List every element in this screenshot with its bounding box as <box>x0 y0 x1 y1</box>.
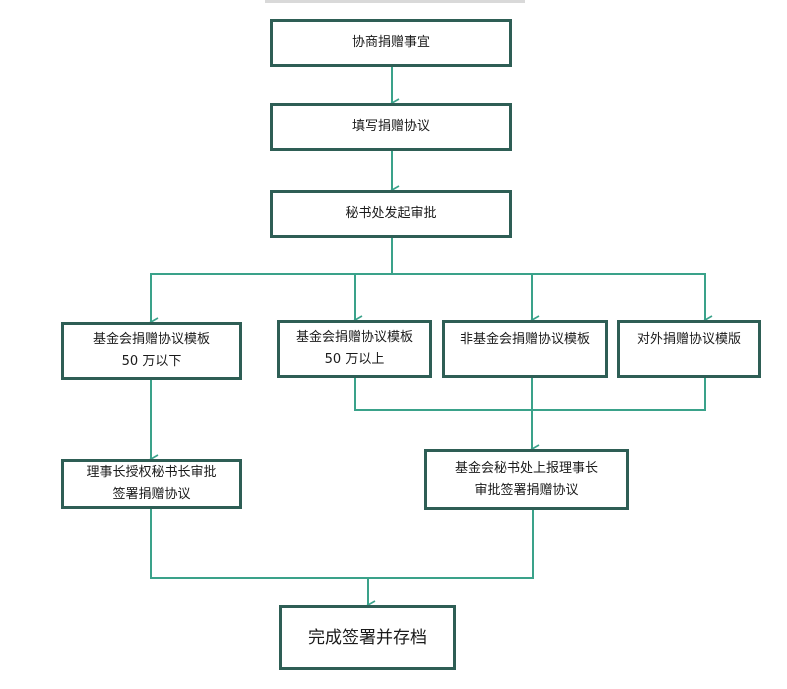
node-text: 基金会秘书处上报理事长 <box>454 460 598 476</box>
node-report-to-chairman: 基金会秘书处上报理事长 审批签署捐赠协议 <box>424 449 629 510</box>
connector-n3-n7 <box>532 273 713 325</box>
connector-n9-n10 <box>366 510 534 610</box>
node-secretariat-approval: 秘书处发起审批 <box>270 190 512 238</box>
node-text: 基金会捐赠协议模板 <box>92 332 210 347</box>
node-template-over-50w: 基金会捐赠协议模板 50 万以上 <box>277 320 432 378</box>
node-text: 协商捐赠事宜 <box>351 35 430 50</box>
node-negotiate-donation: 协商捐赠事宜 <box>270 19 512 67</box>
node-fill-agreement: 填写捐赠协议 <box>270 103 512 151</box>
node-text: 签署捐赠协议 <box>112 487 191 502</box>
node-text: 审批签署捐赠协议 <box>474 482 579 498</box>
node-text: 完成签署并存档 <box>308 627 427 648</box>
node-complete-archive: 完成签署并存档 <box>279 605 456 670</box>
connector-n5-n9 <box>354 378 532 411</box>
connector-n3-n5 <box>353 273 392 325</box>
node-text: 50 万以上 <box>324 352 385 367</box>
node-text: 非基金会捐赠协议模板 <box>459 332 590 347</box>
node-text: 填写捐赠协议 <box>351 119 430 134</box>
node-chairman-authorize: 理事长授权秘书长审批 签署捐赠协议 <box>61 459 242 509</box>
connector-n8-n10 <box>150 509 368 579</box>
connector-n3-n6 <box>392 273 540 325</box>
connector-n3-n4 <box>149 238 393 327</box>
connector-n7-n9 <box>532 378 706 411</box>
node-text: 50 万以下 <box>121 354 182 369</box>
node-text: 秘书处发起审批 <box>345 206 437 221</box>
node-template-under-50w: 基金会捐赠协议模板 50 万以下 <box>61 322 242 380</box>
node-external-template: 对外捐赠协议模版 <box>617 320 761 378</box>
top-edge-line <box>265 0 525 3</box>
node-text: 对外捐赠协议模版 <box>636 332 741 347</box>
node-text: 理事长授权秘书长审批 <box>86 465 217 480</box>
node-non-foundation-template: 非基金会捐赠协议模板 <box>442 320 608 378</box>
node-text: 基金会捐赠协议模板 <box>295 330 413 345</box>
